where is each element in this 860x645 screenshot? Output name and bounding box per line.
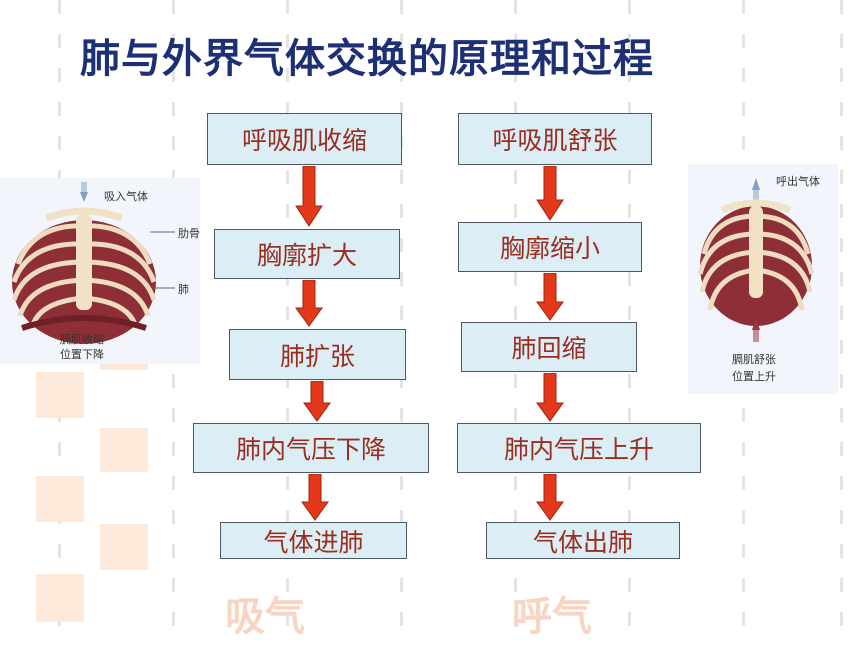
diaphragm-label-line1: 膈肌收缩 — [60, 333, 104, 346]
inhale-step-2: 胸廓扩大 — [214, 229, 400, 279]
decor-square — [36, 476, 84, 522]
lung-label: 肺 — [178, 283, 189, 296]
diaphragm-label-line1: 膈肌舒张 — [732, 353, 776, 366]
ribcage-illustration — [11, 182, 175, 344]
exhale-step-2: 胸廓缩小 — [458, 222, 642, 272]
inhale-label: 吸气 — [225, 594, 305, 640]
flow-arrow — [536, 273, 564, 321]
flow-arrow — [536, 373, 564, 422]
inhale-step-4: 肺内气压下降 — [193, 423, 429, 473]
inhale-step-5: 气体进肺 — [220, 522, 407, 559]
ribcage-illustration — [697, 178, 815, 342]
exhale-label: 呼气 — [512, 594, 592, 640]
flow-arrow — [536, 474, 564, 521]
inhale-step-3: 肺扩张 — [229, 329, 406, 380]
decor-square — [100, 524, 148, 570]
diaphragm-label-line2: 位置下降 — [60, 348, 104, 361]
flow-arrow — [303, 381, 331, 422]
exhale-step-3: 肺回缩 — [461, 322, 637, 372]
exhale-step-4: 肺内气压上升 — [457, 423, 701, 473]
exhale-step-1: 呼吸肌舒张 — [458, 113, 652, 165]
air-exhaled-label: 呼出气体 — [776, 175, 820, 188]
flow-arrow — [301, 474, 329, 521]
inhale-ribcage-figure: 吸入气体 肋骨 肺 膈肌收缩 位置下降 — [0, 178, 200, 364]
decor-square — [36, 372, 84, 418]
flow-arrow — [295, 166, 323, 227]
flow-arrow — [536, 166, 564, 221]
page-title: 肺与外界气体交换的原理和过程 — [80, 36, 654, 82]
inhale-step-1: 呼吸肌收缩 — [207, 113, 402, 165]
exhale-ribcage-figure: 呼出气体 膈肌舒张 位置上升 — [688, 164, 838, 394]
exhale-step-5: 气体出肺 — [486, 522, 680, 559]
diaphragm-label-line2: 位置上升 — [732, 370, 776, 383]
flow-arrow — [295, 280, 323, 327]
rib-label: 肋骨 — [178, 227, 200, 240]
air-inhaled-label: 吸入气体 — [104, 190, 148, 203]
decor-square — [100, 428, 148, 472]
decor-square — [36, 574, 84, 622]
